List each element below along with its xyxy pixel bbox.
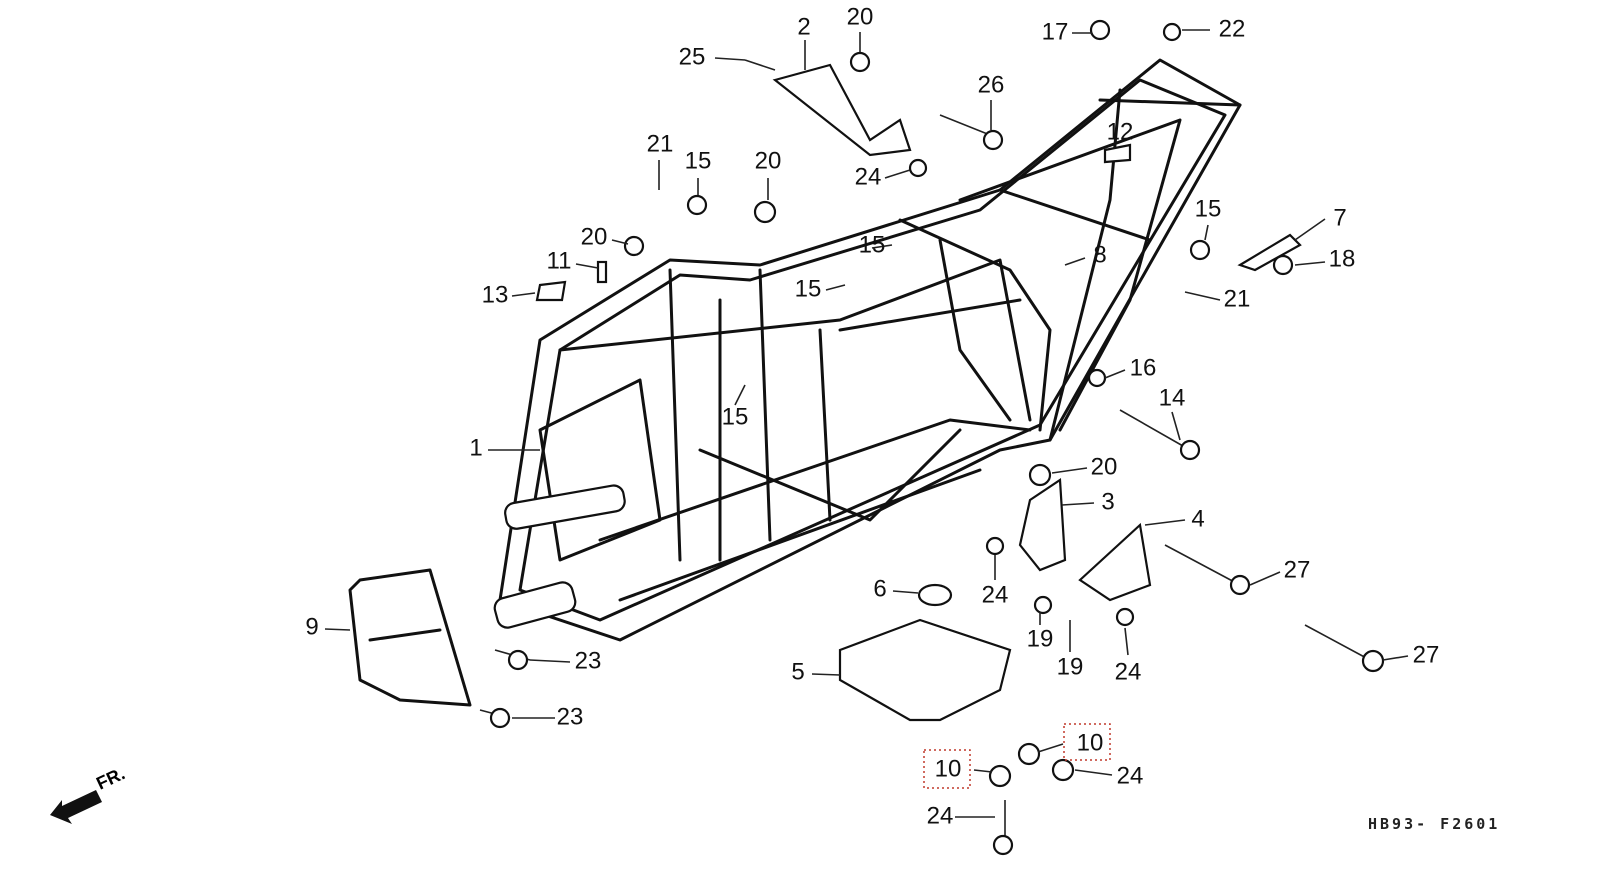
callout-18[interactable]: 18 xyxy=(1329,245,1356,272)
callout-22[interactable]: 22 xyxy=(1219,15,1246,42)
callout-20[interactable]: 20 xyxy=(1091,453,1118,480)
front-direction-arrow-icon: FR. xyxy=(50,763,128,824)
highlight-box-10-upper xyxy=(1063,723,1111,761)
callout-7[interactable]: 7 xyxy=(1333,204,1346,231)
callout-5[interactable]: 5 xyxy=(791,658,804,685)
callout-25[interactable]: 25 xyxy=(679,43,706,70)
front-direction-label: FR. xyxy=(93,763,128,793)
callout-24[interactable]: 24 xyxy=(1115,658,1142,685)
callout-13[interactable]: 13 xyxy=(482,281,509,308)
callout-15[interactable]: 15 xyxy=(1195,195,1222,222)
callout-24[interactable]: 24 xyxy=(982,581,1009,608)
callout-21[interactable]: 21 xyxy=(647,130,674,157)
callout-19[interactable]: 19 xyxy=(1057,653,1084,680)
callout-4[interactable]: 4 xyxy=(1191,505,1204,532)
callout-20[interactable]: 20 xyxy=(755,147,782,174)
callout-10-highlighted[interactable]: 10 xyxy=(935,755,962,782)
callout-23[interactable]: 23 xyxy=(557,703,584,730)
callout-16[interactable]: 16 xyxy=(1130,354,1157,381)
callout-19[interactable]: 19 xyxy=(1027,625,1054,652)
callout-11[interactable]: 11 xyxy=(547,247,572,274)
frame-drawing xyxy=(348,19,1385,856)
figure-code: HB93- F2601 xyxy=(1368,815,1500,833)
callout-24[interactable]: 24 xyxy=(927,802,954,829)
callout-2[interactable]: 2 xyxy=(797,13,810,40)
callout-20[interactable]: 20 xyxy=(847,3,874,30)
callout-26[interactable]: 26 xyxy=(978,71,1005,98)
callout-17[interactable]: 17 xyxy=(1042,18,1069,45)
callout-14[interactable]: 14 xyxy=(1159,384,1186,411)
callout-21[interactable]: 21 xyxy=(1224,285,1251,312)
callout-15[interactable]: 15 xyxy=(859,231,886,258)
callout-24[interactable]: 24 xyxy=(1117,762,1144,789)
highlight-box-10-lower xyxy=(923,749,971,789)
callout-27[interactable]: 27 xyxy=(1413,641,1440,668)
callout-3[interactable]: 3 xyxy=(1101,488,1114,515)
callout-10-highlighted[interactable]: 10 xyxy=(1077,729,1104,756)
callout-27[interactable]: 27 xyxy=(1284,556,1311,583)
callout-6[interactable]: 6 xyxy=(873,575,886,602)
callout-15[interactable]: 15 xyxy=(685,147,712,174)
callout-12[interactable]: 12 xyxy=(1107,118,1134,145)
callout-9[interactable]: 9 xyxy=(305,613,318,640)
callout-24[interactable]: 24 xyxy=(855,163,882,190)
callout-1[interactable]: 1 xyxy=(469,434,482,461)
callout-23[interactable]: 23 xyxy=(575,647,602,674)
callout-20[interactable]: 20 xyxy=(581,223,608,250)
leader-lines xyxy=(324,29,1409,818)
callout-15[interactable]: 15 xyxy=(795,275,822,302)
callout-8[interactable]: 8 xyxy=(1093,241,1106,268)
callout-15[interactable]: 15 xyxy=(722,403,749,430)
